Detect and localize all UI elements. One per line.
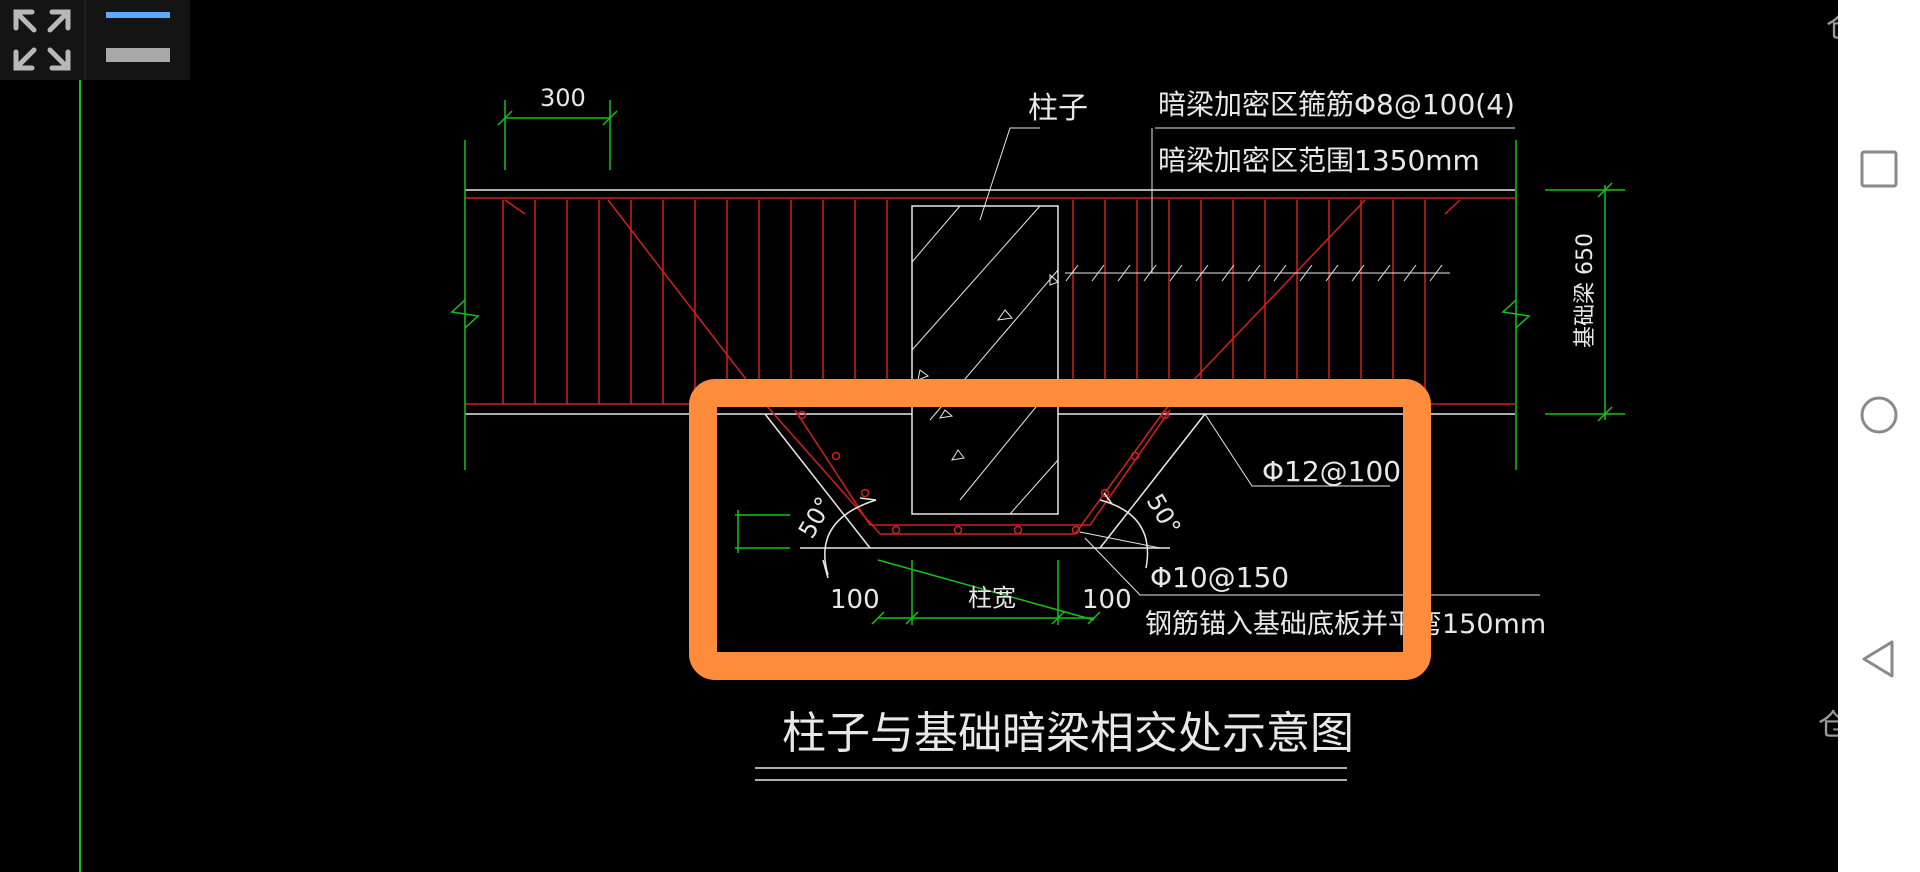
triangle-back-icon xyxy=(1862,640,1894,678)
tick-mark xyxy=(1195,264,1209,282)
expand-arrows-icon xyxy=(13,9,71,71)
fullscreen-button[interactable] xyxy=(0,0,84,80)
tick-mark xyxy=(1325,264,1339,282)
beam-height-dimension xyxy=(1545,182,1625,422)
dim-right-text: 100 xyxy=(1082,585,1132,615)
tick-mark xyxy=(1273,264,1287,282)
column-label: 柱子 xyxy=(1028,91,1088,126)
cad-viewer[interactable]: 300 xyxy=(0,0,1838,872)
anchor-note: 钢筋锚入基础底板并平弯150mm xyxy=(1145,609,1546,640)
tick-mark xyxy=(1117,264,1131,282)
rebar-ticks xyxy=(1065,264,1443,282)
angle-right: 50° xyxy=(1141,489,1187,540)
notes-leader xyxy=(1065,127,1515,274)
home-button[interactable] xyxy=(1850,386,1908,444)
dimension-300 xyxy=(497,100,618,170)
haunch-detail xyxy=(764,409,1206,549)
tick-mark xyxy=(1247,264,1261,282)
stirrup-note: 暗梁加密区箍筋Φ8@100(4) xyxy=(1158,88,1515,121)
highlight-box xyxy=(689,379,1431,680)
drawing-caption: 柱子与基础暗梁相交处示意图 xyxy=(782,708,1354,759)
tick-mark xyxy=(1429,264,1443,282)
cad-drawing[interactable]: 300 xyxy=(0,0,1838,872)
circle-home-icon xyxy=(1860,396,1898,434)
edge-glyph-top: 仓 xyxy=(1826,2,1838,46)
layers-icon xyxy=(106,12,170,62)
tick-mark xyxy=(1351,264,1365,282)
tick-mark xyxy=(1403,264,1417,282)
rebar-bottom-label: Φ10@150 xyxy=(1150,561,1289,594)
stirrups-left xyxy=(502,200,888,404)
edge-glyph-bottom: 仓 xyxy=(1818,708,1838,743)
dim-left-text: 100 xyxy=(830,585,880,615)
dim-top-text: 300 xyxy=(540,84,586,112)
layers-button[interactable] xyxy=(86,0,190,80)
rebar-top-label: Φ12@100 xyxy=(1262,455,1401,488)
tick-mark xyxy=(1091,264,1105,282)
stirrups-right xyxy=(1072,200,1426,404)
rebar-dots xyxy=(797,410,1170,535)
beam-height-label: 基础梁 650 xyxy=(1573,233,1598,348)
bottom-dimension xyxy=(871,559,1101,625)
tick-mark xyxy=(1143,264,1157,282)
cad-toolbar xyxy=(0,0,190,80)
tick-mark xyxy=(1221,264,1235,282)
angle-arcs xyxy=(822,492,1149,579)
left-small-dimension xyxy=(735,510,790,553)
column-width-label: 柱宽 xyxy=(968,584,1016,612)
square-recent-icon xyxy=(1860,150,1898,188)
toolbar-divider xyxy=(84,0,86,80)
column-leader xyxy=(979,127,1040,221)
tick-mark xyxy=(1169,264,1183,282)
tick-mark xyxy=(1299,264,1313,282)
tick-mark xyxy=(1065,264,1079,282)
range-note: 暗梁加密区范围1350mm xyxy=(1158,144,1480,177)
column-section xyxy=(911,205,1059,515)
android-navigation-bar xyxy=(1838,0,1920,872)
recent-apps-button[interactable] xyxy=(1850,140,1908,198)
bent-bars xyxy=(504,199,1461,535)
tick-mark xyxy=(1377,264,1391,282)
back-button[interactable] xyxy=(1850,630,1908,688)
